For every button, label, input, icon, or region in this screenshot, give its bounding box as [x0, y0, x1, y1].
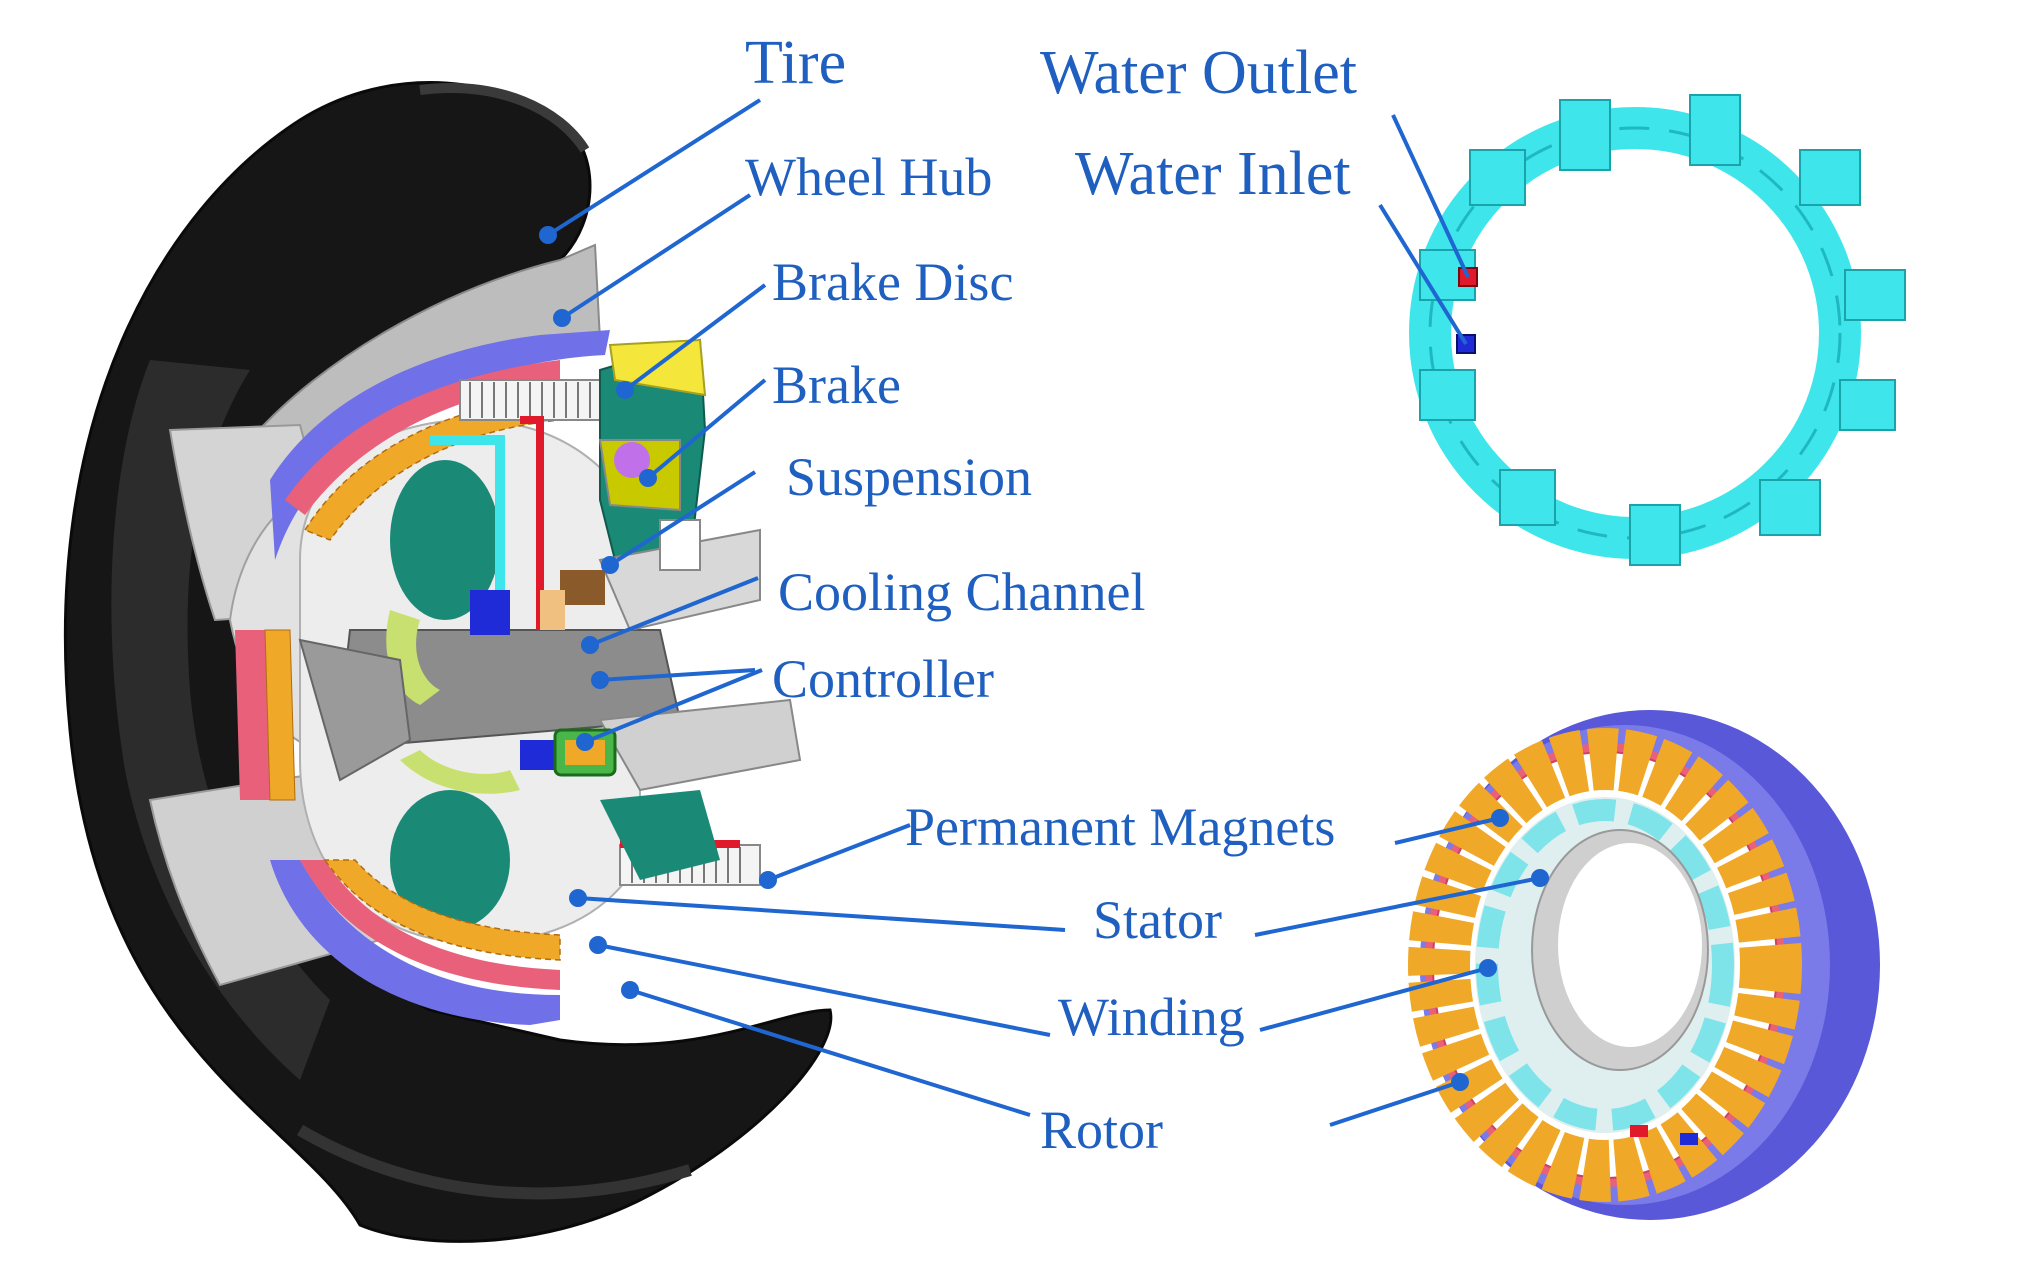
label-water-outlet: Water Outlet	[1040, 39, 1357, 107]
hub-ring-lower	[400, 750, 520, 794]
hub-cone	[298, 638, 412, 782]
assembly-inlet-port	[1680, 1133, 1698, 1145]
tire-sidewall	[111, 360, 330, 1080]
suspension-bracket	[560, 570, 605, 605]
suspension-joint	[540, 590, 565, 630]
magnet-ring-lower	[300, 860, 560, 990]
magnet-ring-upper	[285, 360, 560, 515]
bearing-upper	[470, 590, 510, 635]
label-permanent-magnets: Permanent Magnets	[905, 797, 1336, 857]
suspension-arm-upper	[598, 528, 761, 632]
brake-green-lower	[600, 790, 720, 880]
wheel-cutaway	[63, 81, 833, 1243]
rotor-ring-lower	[270, 860, 560, 1025]
label-wheel-hub: Wheel Hub	[745, 147, 993, 207]
stator-left-edge	[235, 630, 270, 800]
hub-cutout-lower	[390, 790, 510, 930]
label-cooling-channel: Cooling Channel	[778, 562, 1146, 622]
label-suspension: Suspension	[786, 447, 1033, 507]
label-brake-disc: Brake Disc	[772, 252, 1014, 312]
label-stator: Stator	[1093, 890, 1222, 950]
hub-cutout-upper	[390, 460, 500, 620]
label-brake: Brake	[772, 355, 901, 415]
tire-tread	[419, 83, 590, 153]
label-winding: Winding	[1058, 987, 1245, 1047]
assembly-outlet-port	[1630, 1125, 1648, 1137]
leader-lines	[539, 98, 1549, 1127]
cooling-jacket	[1409, 94, 1906, 566]
suspension-arm-lower	[598, 698, 802, 792]
winding-ring-lower	[323, 859, 561, 961]
label-controller: Controller	[772, 649, 994, 709]
label-tire: Tire	[745, 29, 847, 97]
motor-assembly	[1408, 710, 1880, 1220]
brake-piston	[614, 442, 650, 478]
label-water-inlet: Water Inlet	[1075, 140, 1351, 208]
winding-ring	[1408, 728, 1802, 1202]
label-rotor: Rotor	[1040, 1100, 1164, 1160]
cooling-jacket-bore	[1485, 183, 1785, 483]
